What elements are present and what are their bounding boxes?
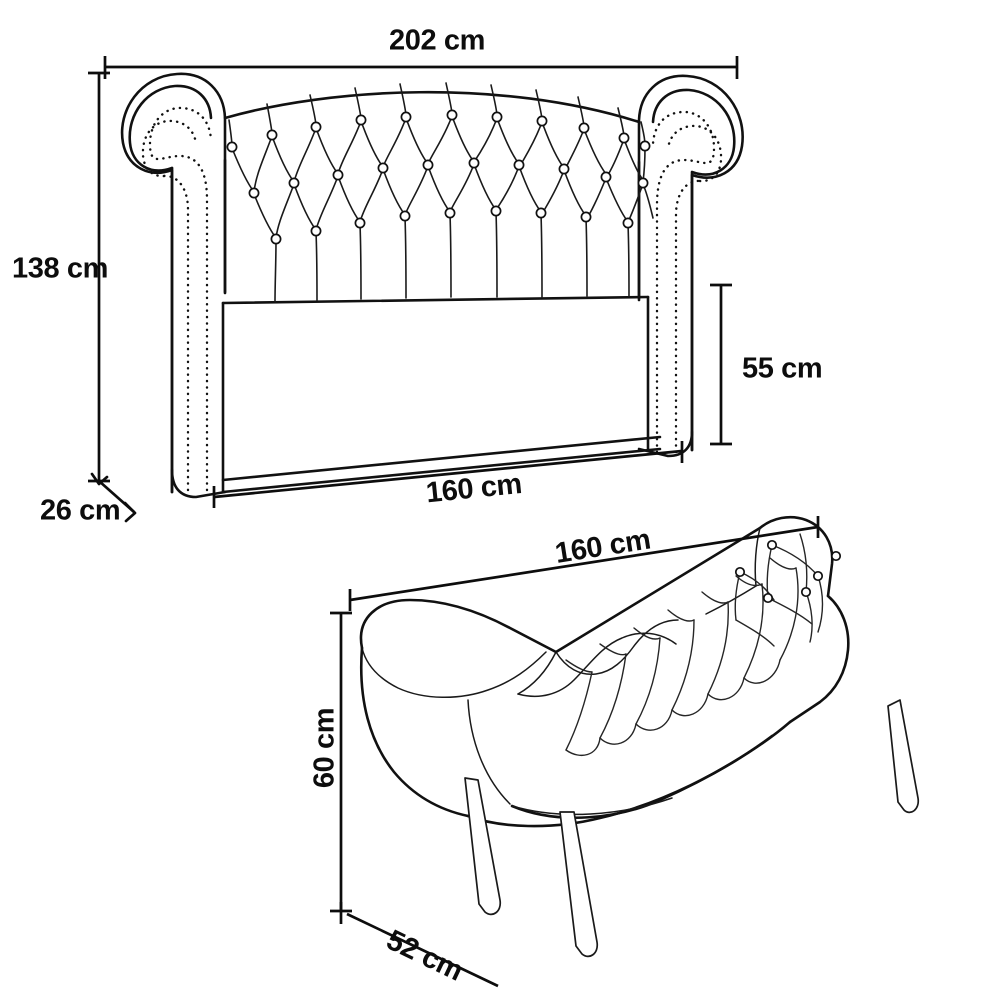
headboard-tufting-buttons: [226, 109, 651, 245]
bench-seat-scallop: [565, 659, 781, 757]
headboard-figure: [120, 71, 744, 499]
bench-leg-front-left: [464, 777, 502, 916]
bench-seat-tuft-arcs: [565, 557, 797, 673]
label-headboard-depth: 26 cm: [40, 495, 120, 527]
bench-leg-front-right: [559, 811, 599, 958]
label-headboard-width: 202 cm: [389, 25, 485, 57]
dimension-bench-depth: [339, 902, 499, 988]
headboard-tufting-diamonds: [231, 115, 654, 303]
dimension-headboard-width: [103, 56, 739, 79]
label-bench-depth: 52 cm: [381, 924, 467, 987]
label-headboard-height: 138 cm: [12, 253, 108, 285]
dimension-headboard-depth: [90, 472, 137, 523]
bench-backrest-buttons: [734, 539, 842, 604]
bench-figure: [355, 515, 920, 958]
label-bench-height: 60 cm: [309, 708, 341, 788]
bench-leg-back-right: [887, 699, 920, 814]
dimension-headboard-side-height: [710, 283, 732, 446]
label-headboard-side-height: 55 cm: [742, 353, 822, 385]
dimension-bench-length: [348, 516, 820, 611]
dimension-headboard-inner-width: [212, 441, 684, 508]
bench-seat-tufting: [565, 567, 799, 751]
